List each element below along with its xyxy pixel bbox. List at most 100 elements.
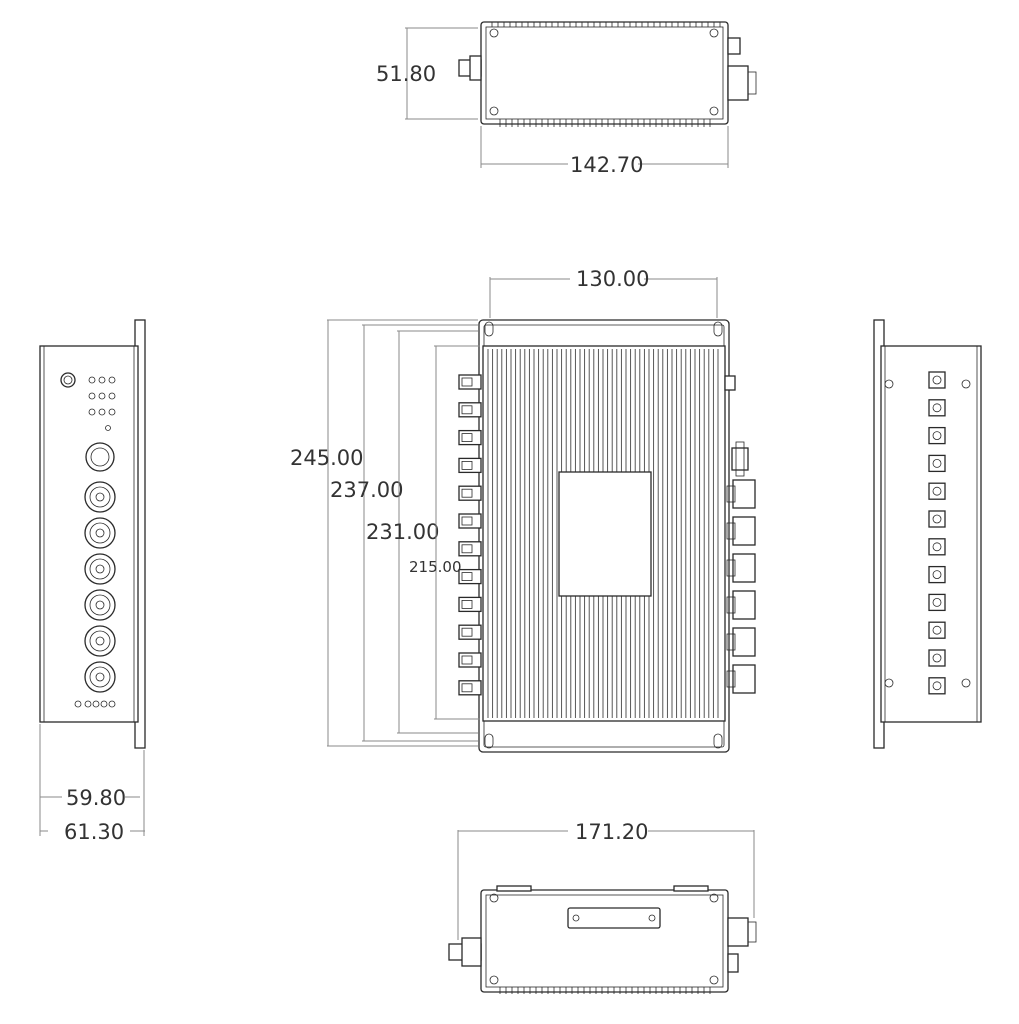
left-side-view: 59.80 61.30 (39, 319, 146, 844)
side-socket-hole (932, 570, 942, 579)
sfp-port (458, 513, 482, 529)
m12-socket-pin (95, 636, 105, 646)
side-socket (928, 593, 946, 612)
sfp-port-slot (461, 460, 473, 470)
m12-connector-nut (726, 596, 736, 614)
status-led (88, 376, 96, 384)
status-led (98, 408, 106, 416)
side-socket (928, 649, 946, 667)
m12-socket-inner (89, 666, 111, 688)
side-socket (928, 371, 946, 389)
sfp-port (458, 680, 482, 696)
m12-connector (732, 664, 756, 694)
sfp-port (458, 541, 482, 557)
dim-left-w2: 61.30 (64, 820, 124, 844)
m12-socket-inner (89, 594, 111, 616)
side-socket (928, 565, 946, 584)
status-led (98, 376, 106, 384)
m12-connector-nut (726, 670, 736, 688)
sfp-port-slot (461, 683, 473, 693)
side-socket-hole (932, 625, 942, 635)
m12-connector-nut (726, 485, 736, 503)
side-socket (928, 677, 946, 695)
sfp-port (458, 429, 482, 446)
sfp-port (458, 457, 482, 474)
m12-connector (732, 590, 756, 620)
side-socket-hole (932, 486, 942, 496)
m12-socket-inner (89, 558, 111, 580)
dim-left-w1: 59.80 (66, 786, 126, 810)
sfp-port (458, 374, 482, 390)
sfp-port-slot (461, 488, 473, 498)
dim-front-h3: 231.00 (366, 520, 439, 544)
m12-socket-inner (89, 486, 111, 508)
front-view: 130.00 245.00 237.00 231.00 215.00 (290, 267, 756, 753)
sfp-port (458, 485, 482, 501)
side-socket (928, 482, 946, 500)
side-socket-hole (932, 653, 942, 663)
side-socket-hole (932, 514, 942, 524)
m12-connector (732, 479, 756, 509)
side-socket-hole (932, 681, 942, 691)
status-led (92, 700, 100, 708)
sfp-port (458, 596, 482, 613)
side-socket (928, 399, 946, 417)
status-led (74, 700, 82, 708)
m12-socket (84, 481, 116, 513)
status-led (88, 392, 96, 400)
sfp-port (458, 624, 482, 640)
bottom-view: 171.20 (448, 820, 757, 994)
side-socket-hole (932, 542, 942, 552)
m12-connector-nut (726, 522, 736, 540)
sfp-port-slot (461, 600, 473, 609)
sfp-port (458, 652, 482, 668)
status-led (84, 700, 92, 708)
status-led (108, 392, 116, 400)
sfp-port (458, 402, 482, 418)
side-socket-hole (932, 431, 942, 441)
sfp-port-slot (461, 572, 473, 581)
side-socket (928, 426, 946, 445)
status-led (108, 700, 116, 708)
m12-connector (732, 516, 756, 546)
status-led (98, 392, 106, 400)
side-socket-hole (932, 458, 942, 468)
dim-top-width: 142.70 (570, 153, 643, 177)
sfp-port-slot (461, 655, 473, 665)
sfp-port-slot (461, 377, 473, 387)
m12-socket (84, 589, 116, 621)
sfp-port (458, 568, 482, 585)
sfp-port-slot (461, 516, 473, 526)
dim-front-h1: 245.00 (290, 446, 363, 470)
dim-top-height: 51.80 (376, 62, 436, 86)
m12-socket (84, 625, 116, 657)
m12-socket (84, 553, 116, 585)
dim-front-h4: 215.00 (409, 558, 462, 576)
status-led (88, 408, 96, 416)
side-socket (928, 621, 946, 639)
status-led (108, 408, 116, 416)
sfp-port-slot (461, 405, 473, 415)
sfp-port-slot (461, 544, 473, 554)
m12-socket-inner (89, 630, 111, 652)
m12-socket-pin (95, 492, 105, 502)
side-socket (928, 538, 946, 556)
m12-socket-pin (95, 672, 105, 682)
m12-socket (84, 661, 116, 693)
side-socket (928, 510, 946, 528)
status-led (100, 700, 108, 708)
side-socket-hole (932, 375, 942, 385)
sfp-port-slot (461, 627, 473, 637)
m12-socket-pin (95, 528, 105, 538)
dim-front-width: 130.00 (576, 267, 649, 291)
m12-connector-nut (726, 559, 736, 577)
m12-socket-pin (95, 564, 105, 574)
status-led (105, 425, 111, 431)
dim-bottom-width: 171.20 (575, 820, 648, 844)
label-plate (558, 471, 652, 597)
side-socket-hole (932, 598, 942, 607)
sfp-port-slot (461, 433, 473, 443)
m12-socket (84, 517, 116, 549)
top-view: 51.80 142.70 (376, 21, 757, 177)
